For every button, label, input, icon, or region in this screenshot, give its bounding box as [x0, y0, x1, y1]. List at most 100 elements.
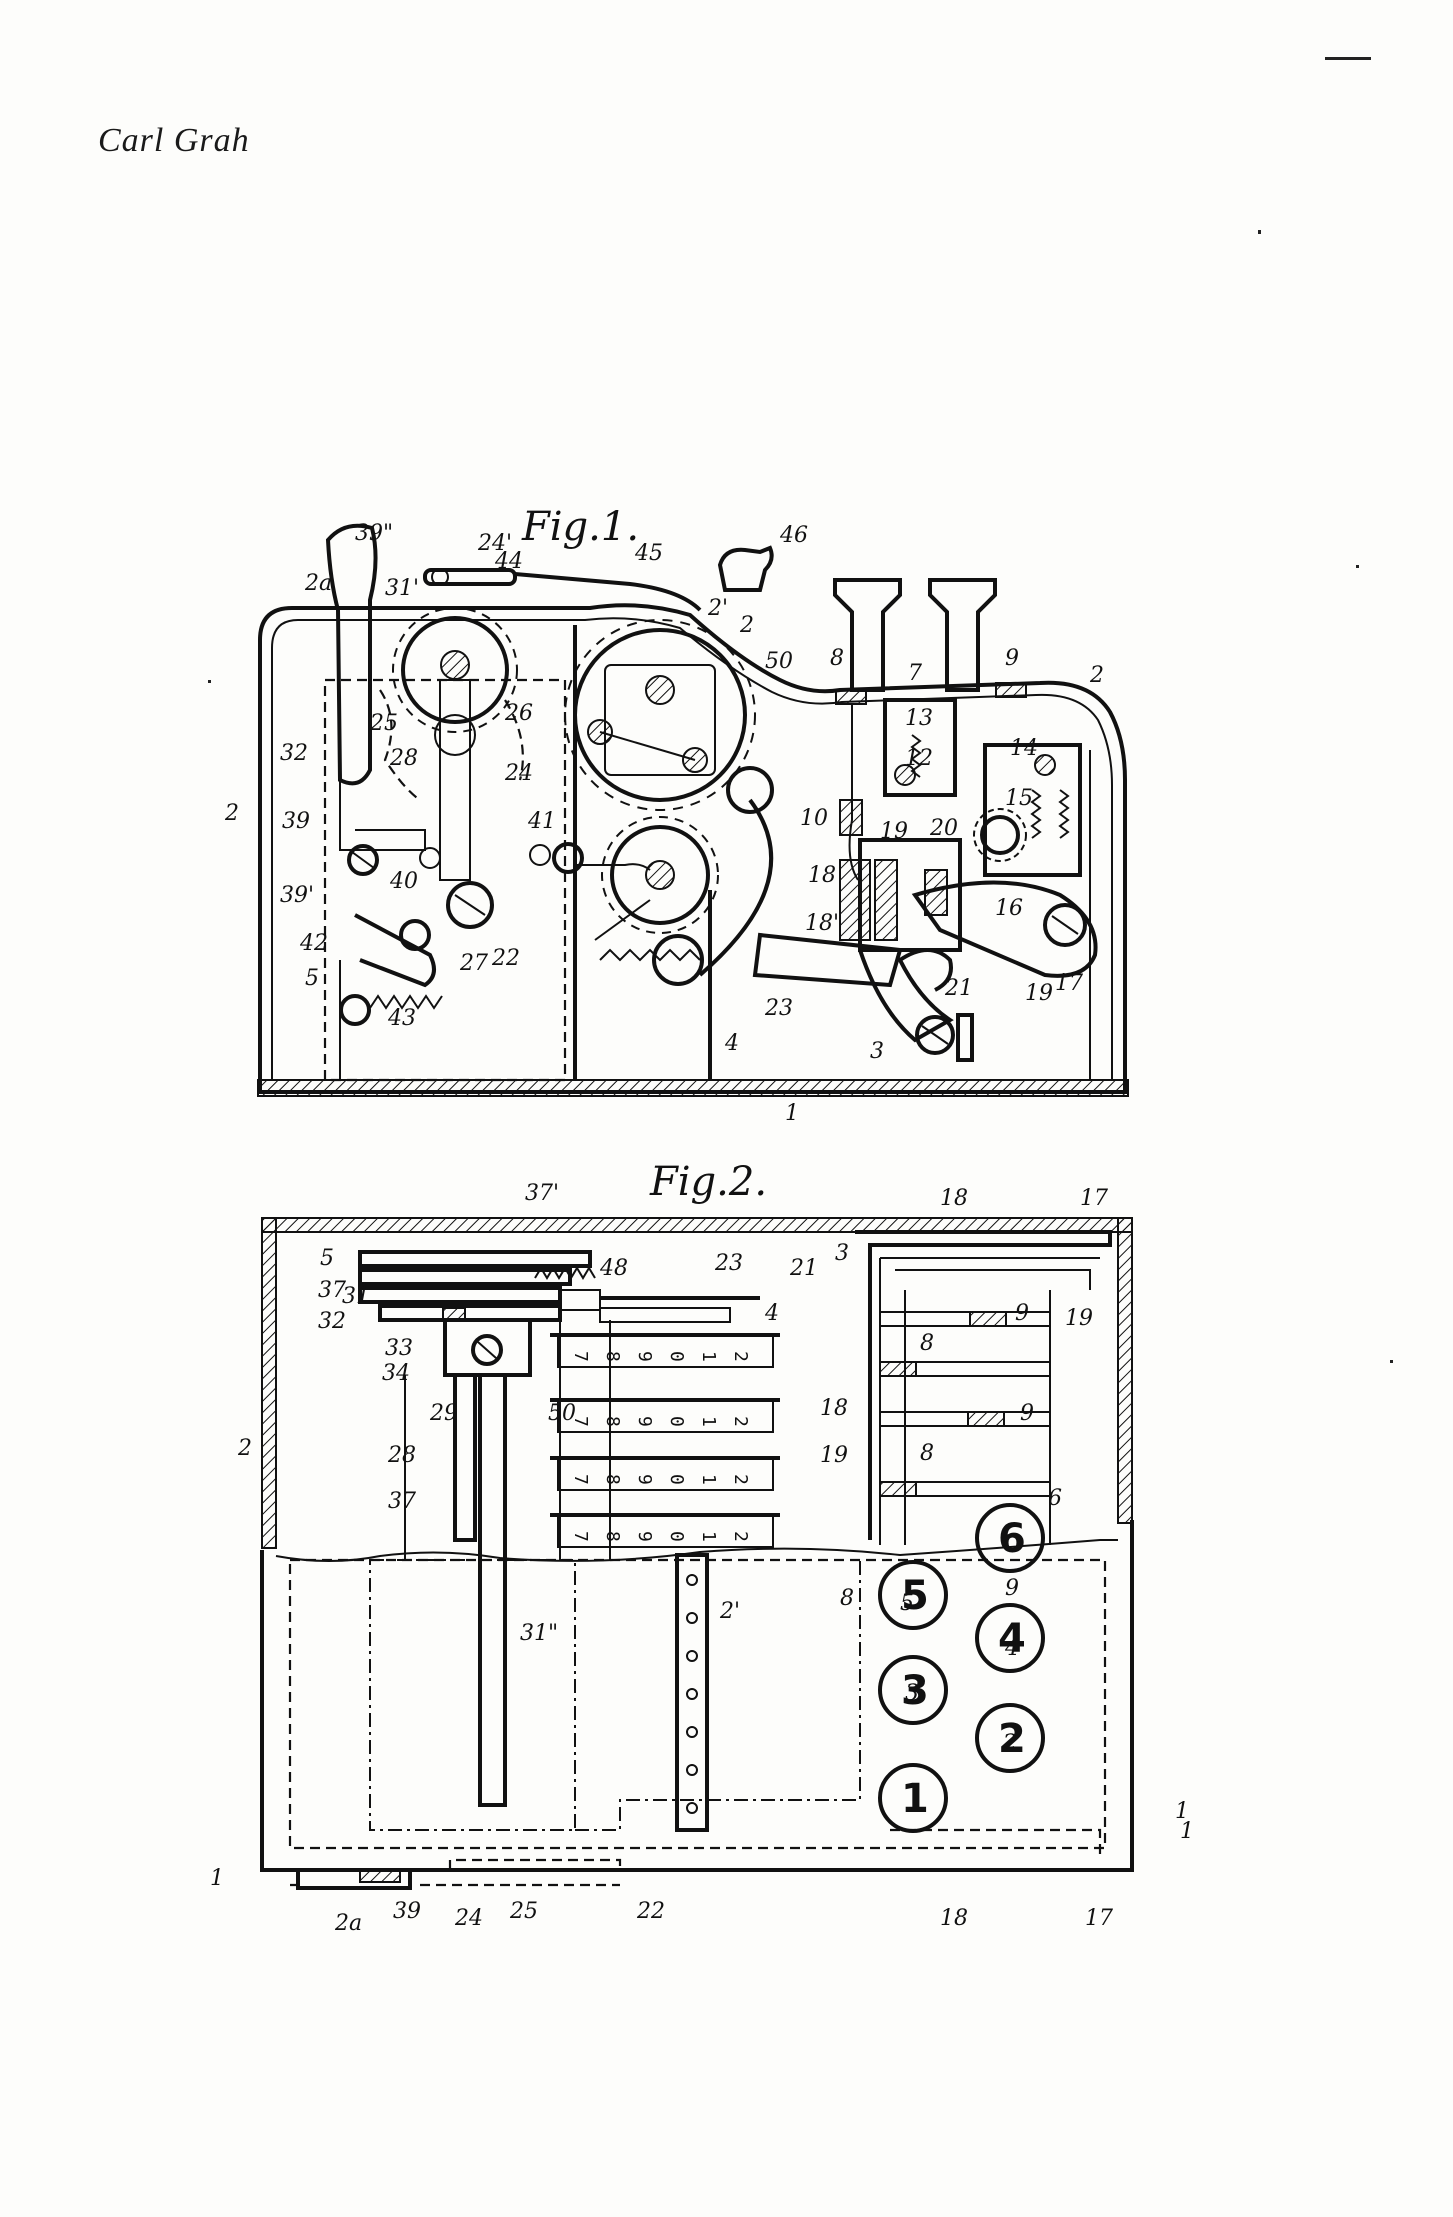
svg-text:37': 37' — [525, 1181, 559, 1206]
svg-text:39': 39' — [280, 883, 314, 908]
svg-text:41: 41 — [527, 809, 556, 834]
svg-text:24: 24 — [504, 761, 533, 786]
wheel-digit: 7 — [570, 1416, 591, 1427]
wheel-digit: 1 — [698, 1474, 719, 1485]
svg-text:8: 8 — [920, 1331, 934, 1356]
svg-text:40: 40 — [389, 869, 418, 894]
svg-text:4: 4 — [998, 1616, 1026, 1662]
svg-text:1: 1 — [210, 1866, 224, 1891]
wheel-digit: 1 — [698, 1416, 719, 1427]
rack-hole — [686, 1764, 698, 1776]
svg-text:33: 33 — [385, 1336, 413, 1361]
svg-text:8: 8 — [840, 1586, 854, 1611]
svg-text:5: 5 — [901, 1573, 929, 1619]
rack-holes — [686, 1574, 698, 1814]
svg-text:9: 9 — [1020, 1401, 1034, 1426]
gear-teeth-24 — [392, 607, 518, 733]
wheel-digit: 7 — [570, 1351, 591, 1362]
key-4 — [975, 1603, 1045, 1673]
svg-text:19: 19 — [880, 819, 908, 844]
key-6 — [975, 1503, 1045, 1573]
wheel-digit: 2 — [730, 1474, 751, 1485]
wheel-digit: 9 — [634, 1416, 655, 1427]
svg-text:17: 17 — [1055, 971, 1083, 996]
svg-text:7: 7 — [908, 661, 922, 686]
svg-text:1: 1 — [1180, 1819, 1194, 1844]
key-2 — [975, 1703, 1045, 1773]
rack-hole — [686, 1688, 698, 1700]
svg-text:4: 4 — [724, 1031, 739, 1056]
svg-text:29: 29 — [429, 1401, 458, 1426]
svg-text:19: 19 — [1025, 981, 1053, 1006]
svg-text:23: 23 — [714, 1251, 743, 1276]
svg-text:18: 18 — [820, 1396, 848, 1421]
svg-text:2': 2' — [707, 596, 728, 621]
wheel-digit: 8 — [602, 1531, 623, 1542]
svg-text:42: 42 — [299, 931, 328, 956]
svg-text:2: 2 — [237, 1436, 252, 1461]
svg-text:28: 28 — [389, 746, 418, 771]
svg-text:8: 8 — [830, 646, 844, 671]
svg-text:22: 22 — [636, 1899, 665, 1924]
wheel-digit: 8 — [602, 1416, 623, 1427]
svg-text:21: 21 — [789, 1256, 818, 1281]
svg-text:43: 43 — [387, 1006, 416, 1031]
fig1-labels: 39" 24' 44 45 46 2a 31' 2' 2 50 8 9 7 2 … — [224, 521, 1104, 1126]
svg-text:27: 27 — [459, 951, 488, 976]
svg-text:2: 2 — [739, 613, 754, 638]
svg-text:8: 8 — [920, 1441, 934, 1466]
svg-text:24: 24 — [454, 1906, 483, 1931]
svg-text:16: 16 — [995, 896, 1023, 921]
svg-text:9: 9 — [1005, 646, 1019, 671]
svg-text:31": 31" — [520, 1621, 558, 1646]
rack-hole — [686, 1574, 698, 1586]
svg-text:6: 6 — [1048, 1486, 1062, 1511]
svg-text:3: 3 — [835, 1241, 849, 1266]
wheel-digit: 8 — [602, 1474, 623, 1485]
svg-text:17: 17 — [1080, 1186, 1108, 1211]
key-1 — [878, 1763, 948, 1833]
wheel-digit: 1 — [698, 1531, 719, 1542]
svg-text:19: 19 — [1065, 1306, 1093, 1331]
svg-text:2: 2 — [224, 801, 239, 826]
wheel-digit: 0 — [666, 1416, 687, 1427]
svg-text:1: 1 — [1175, 1799, 1189, 1824]
fig1-title: Fig.1. — [521, 504, 639, 550]
svg-text:2a: 2a — [304, 571, 332, 596]
wheel-digit: 8 — [602, 1351, 623, 1362]
inventor-name: Carl Grah — [98, 122, 250, 159]
svg-text:31': 31' — [385, 576, 419, 601]
rack-hole — [686, 1726, 698, 1738]
svg-text:2: 2 — [998, 1716, 1026, 1762]
svg-text:50: 50 — [765, 649, 793, 674]
wheel-digit: 2 — [730, 1351, 751, 1362]
wheel-digit: 0 — [666, 1474, 687, 1485]
scan-specks — [208, 57, 1393, 1363]
wheel-digit: 9 — [634, 1531, 655, 1542]
svg-text:15: 15 — [1005, 786, 1033, 811]
wheel-digit: 2 — [730, 1531, 751, 1542]
svg-text:18: 18 — [808, 863, 836, 888]
svg-text:5: 5 — [900, 1591, 914, 1616]
wheel-digit: 0 — [666, 1351, 687, 1362]
wheel-digit: 2 — [730, 1416, 751, 1427]
svg-text:45: 45 — [634, 541, 663, 566]
rack-hole — [686, 1650, 698, 1662]
svg-text:34: 34 — [382, 1361, 410, 1386]
svg-text:2: 2 — [1089, 663, 1104, 688]
svg-text:31: 31 — [342, 1284, 370, 1309]
wheel-digit: 9 — [634, 1351, 655, 1362]
fig2-drawing: Fig.2. — [210, 1159, 1194, 1936]
fig2-labels: 37' 18 17 5 48 23 21 3 37 31 4 9 19 32 3… — [210, 1181, 1194, 1936]
key-5 — [878, 1560, 948, 1630]
svg-text:6: 6 — [998, 1516, 1026, 1562]
svg-text:14: 14 — [1010, 736, 1038, 761]
svg-text:2': 2' — [719, 1599, 740, 1624]
svg-text:44: 44 — [494, 549, 523, 574]
svg-text:37: 37 — [388, 1489, 416, 1514]
svg-text:28: 28 — [387, 1443, 416, 1468]
svg-text:39: 39 — [282, 809, 310, 834]
svg-text:21: 21 — [944, 976, 973, 1001]
wheel-digit: 0 — [666, 1531, 687, 1542]
